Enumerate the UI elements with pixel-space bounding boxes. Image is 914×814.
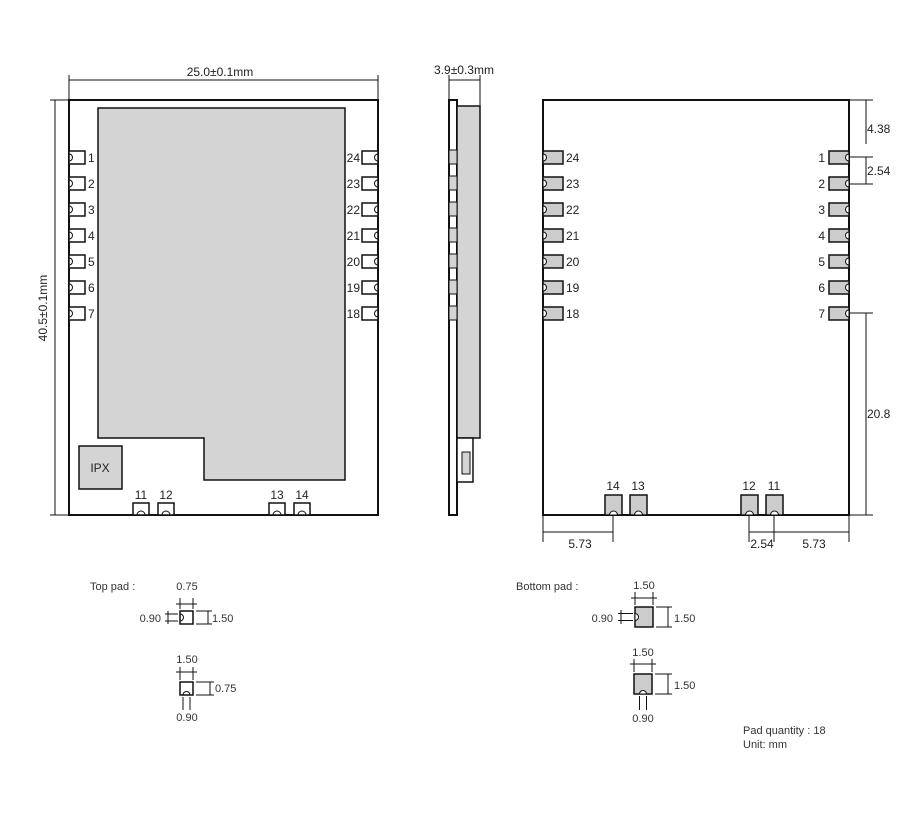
dim-bottom-left: 5.73: [568, 537, 592, 551]
bottom-pin-label: 1: [818, 151, 825, 165]
side-ipx-core: [461, 451, 471, 475]
bottom-pin-label: 23: [566, 177, 580, 191]
bottom-pin-label: 5: [818, 255, 825, 269]
top-pad-h-gap: 0.90: [140, 613, 161, 625]
width-dimension: 25.0±0.1mm: [187, 65, 254, 79]
top-pin-label: 12: [159, 488, 173, 502]
top-pin-label: 22: [347, 203, 361, 217]
bottom-pin-label: 20: [566, 255, 580, 269]
bottom-pin-label: 13: [631, 479, 645, 493]
ipx-connector: [78, 445, 123, 490]
dim-right-long: 20.8: [867, 407, 891, 421]
dim-top-offset: 4.38: [867, 122, 891, 136]
top-pad-h-len: 1.50: [212, 613, 233, 625]
top-pin-label: 24: [347, 151, 361, 165]
bottom-pin-label: 3: [818, 203, 825, 217]
bottom-left-pads: [542, 150, 564, 321]
top-pad-title: Top pad :: [90, 581, 135, 593]
side-view: 3.9±0.3mm: [434, 63, 494, 516]
bottom-pad-v-len: 1.50: [674, 680, 695, 692]
ipx-label: IPX: [90, 461, 109, 475]
top-pin-label: 7: [88, 307, 95, 321]
top-view: 25.0±0.1mm 40.5±0.1mm IPX 1 2 3 4 5 6 7: [36, 65, 379, 516]
top-pin-label: 1: [88, 151, 95, 165]
bottom-pin-label: 19: [566, 281, 580, 295]
bottom-pad-h-len: 1.50: [674, 613, 695, 625]
top-right-pads: [361, 150, 379, 321]
top-pin-label: 21: [347, 229, 361, 243]
unit-note: Unit: mm: [743, 739, 787, 751]
bottom-edge-pad-holes: [608, 510, 780, 516]
top-pin-label: 2: [88, 177, 95, 191]
top-pad-v-width: 1.50: [176, 654, 197, 666]
shield-can: [97, 107, 346, 481]
bottom-pin-label: 24: [566, 151, 580, 165]
top-pad-h-width: 0.75: [176, 581, 197, 593]
bottom-pin-label: 4: [818, 229, 825, 243]
bottom-under-dimensions: [542, 515, 850, 542]
top-pad-v-len: 0.75: [215, 683, 236, 695]
bottom-pin-label: 12: [742, 479, 756, 493]
top-pin-label: 20: [347, 255, 361, 269]
top-pin-label: 4: [88, 229, 95, 243]
bottom-pin-label: 11: [768, 479, 781, 493]
top-pin-label: 18: [347, 307, 361, 321]
top-pin-label: 5: [88, 255, 95, 269]
dim-bottom-right: 5.73: [802, 537, 826, 551]
top-pin-label: 11: [135, 488, 148, 502]
bottom-view: 24 23 22 21 20 19 18 1 2 3 4 5: [542, 99, 891, 551]
top-pin-label: 3: [88, 203, 95, 217]
side-pads: [448, 149, 458, 321]
dim-pin-pitch: 2.54: [867, 164, 891, 178]
bottom-pin-label: 2: [818, 177, 825, 191]
top-pin-label: 6: [88, 281, 95, 295]
side-shield: [456, 105, 481, 439]
top-pin-label: 23: [347, 177, 361, 191]
bottom-pin-label: 14: [606, 479, 620, 493]
height-dimension: 40.5±0.1mm: [36, 275, 50, 342]
bottom-pad-title: Bottom pad :: [516, 581, 578, 593]
top-pin-label: 19: [347, 281, 361, 295]
bottom-right-dimensions: [849, 99, 873, 516]
bottom-pad-detail: Bottom pad : 1.50 0.90 1.50 1.50 1.50 0.…: [516, 580, 695, 725]
bottom-pin-label: 21: [566, 229, 580, 243]
bottom-pin-label: 6: [818, 281, 825, 295]
bottom-pin-label: 18: [566, 307, 580, 321]
bottom-left-pad-holes: [542, 153, 547, 318]
thickness-dimension: 3.9±0.3mm: [434, 63, 494, 77]
pad-quantity-note: Pad quantity : 18: [743, 725, 826, 737]
top-pin-label: 13: [270, 488, 284, 502]
top-pad-detail: Top pad : 0.75 0.90 1.50 1.50 0.75 0.90: [90, 581, 236, 724]
bottom-pad-v-gap: 0.90: [632, 713, 653, 725]
bottom-right-pads: [828, 150, 850, 321]
bottom-pin-label: 22: [566, 203, 580, 217]
top-pin-label: 14: [295, 488, 309, 502]
top-pad-v-gap: 0.90: [176, 712, 197, 724]
bottom-pad-v-width: 1.50: [632, 647, 653, 659]
bottom-pin-label: 7: [818, 307, 825, 321]
bottom-right-pad-holes: [845, 153, 850, 318]
top-left-pads: [68, 150, 86, 321]
dim-bottom-pitch: 2.54: [750, 537, 774, 551]
top-bottom-pads: [132, 502, 311, 516]
bottom-pad-h-width: 1.50: [633, 580, 654, 592]
bottom-pad-h-gap: 0.90: [592, 613, 613, 625]
bottom-board-outline: [542, 99, 850, 516]
